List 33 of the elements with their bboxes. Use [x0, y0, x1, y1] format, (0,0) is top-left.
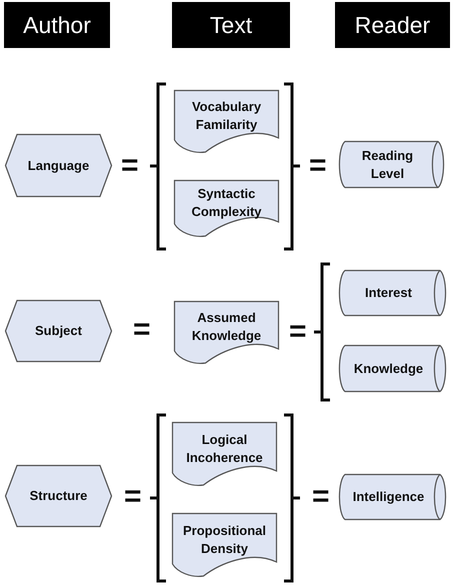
cylinder-box — [338, 345, 447, 392]
node-text: Language — [26, 156, 90, 175]
column-header: Reader — [335, 2, 450, 48]
hexagon-box — [5, 134, 112, 197]
node-text: Syntactic Complexity — [190, 185, 263, 221]
cylinder-box — [338, 141, 445, 188]
equals-sign: = — [309, 151, 327, 181]
equals-sign: = — [289, 317, 307, 347]
node-text: Logical Incoherence — [185, 430, 264, 466]
hexagon-box — [5, 300, 112, 362]
column-header: Text — [172, 2, 290, 48]
document-box — [172, 513, 277, 578]
document-box — [172, 422, 277, 487]
equals-sign: = — [124, 482, 142, 512]
node-text: Knowledge — [352, 360, 424, 378]
hexagon-box — [5, 465, 112, 527]
node-text: Vocabulary Familarity — [190, 98, 262, 134]
node-text: Subject — [34, 322, 83, 340]
column-header: Author — [4, 2, 110, 48]
equals-sign: = — [312, 482, 330, 512]
document-box — [174, 301, 279, 365]
equals-sign: = — [133, 315, 151, 345]
cylinder-box — [338, 474, 447, 520]
node-text: Assumed Knowledge — [190, 309, 262, 345]
equals-sign: = — [121, 151, 139, 181]
node-text: Propositional Density — [182, 522, 268, 558]
document-box — [174, 180, 279, 238]
node-text: Reading Level — [360, 146, 414, 182]
cylinder-box — [338, 270, 447, 316]
node-text: Intelligence — [352, 488, 426, 506]
node-text: Structure — [28, 487, 88, 505]
node-text: Interest — [364, 284, 413, 302]
document-box — [174, 90, 279, 154]
